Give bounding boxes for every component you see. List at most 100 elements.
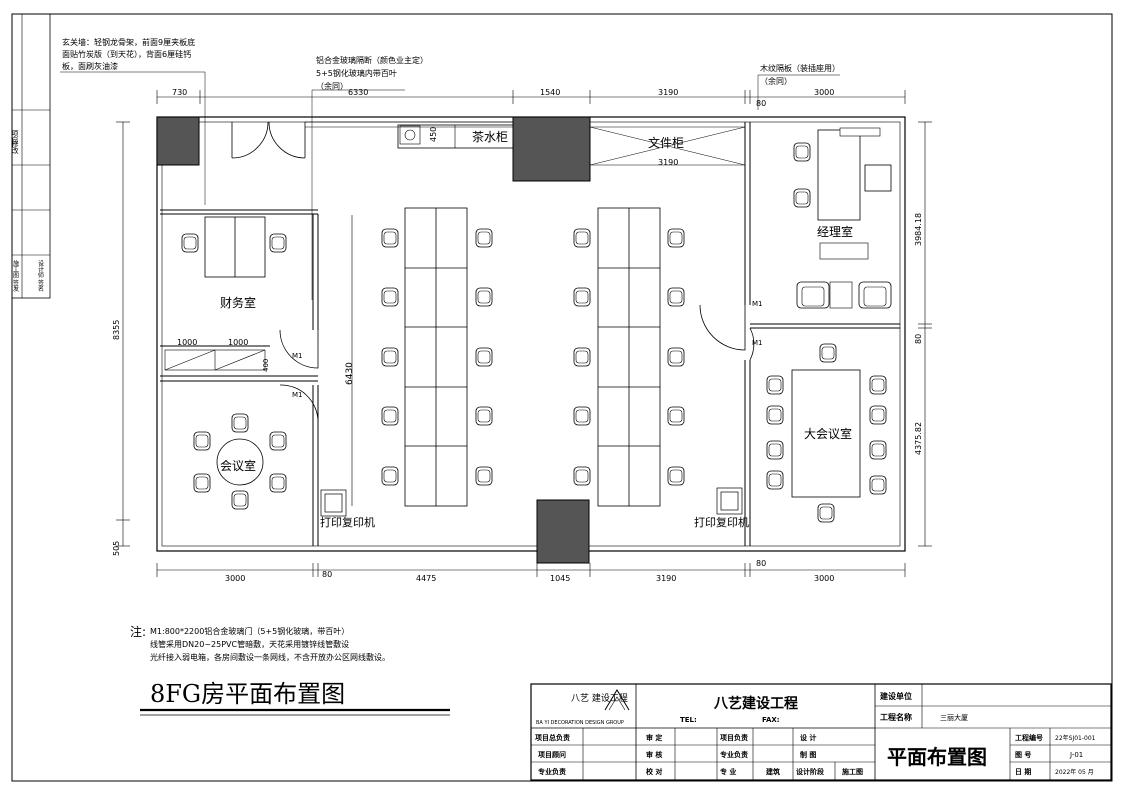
dim-bottom-80b: 80 (756, 559, 766, 568)
svg-text:注:: 注: (130, 624, 146, 639)
project-no-label: 工程编号 (1015, 733, 1043, 742)
svg-text:铝合金玻璃隔断（颜色业主定）: 铝合金玻璃隔断（颜色业主定） (316, 55, 428, 65)
drawing-no-label: 图 号 (1015, 750, 1031, 759)
sheet-border (11, 13, 1113, 782)
dim-bottom-3190: 3190 (656, 574, 676, 583)
tea-cabinet-label: 茶水柜 (472, 129, 508, 144)
open-office-desks-right (597, 207, 661, 507)
dim-left-505: 505 (112, 541, 121, 556)
door-label-m1-c: M1 (752, 300, 763, 308)
annotation-wood-partition: 木纹隔板（装插座用） （余同） (760, 63, 840, 86)
dim-top-3000: 3000 (814, 88, 834, 97)
side-label-revision: 修改 (11, 139, 19, 155)
svg-text:玄关墙：轻钢龙骨架，前面9厘夹板底: 玄关墙：轻钢龙骨架，前面9厘夹板底 (62, 37, 195, 47)
annotation-leaders (60, 71, 840, 300)
dim-top-3190: 3190 (658, 88, 678, 97)
side-label-designer: 设计师 签名 (37, 259, 44, 293)
big-meeting-room-furniture (766, 343, 887, 523)
dim-3190-inner: 3190 (658, 158, 678, 167)
printer-left-label: 打印复印机 (320, 515, 375, 529)
svg-text:木纹隔板（装插座用）: 木纹隔板（装插座用） (760, 63, 840, 73)
drawing-no-value: J-01 (1069, 751, 1083, 759)
manager-room-label: 经理室 (817, 224, 853, 239)
svg-text:制 图: 制 图 (800, 750, 816, 759)
printer-right-label: 打印复印机 (694, 515, 749, 529)
svg-text:专业负责: 专业负责 (720, 750, 748, 759)
svg-text:5+5钢化玻璃内带百叶: 5+5钢化玻璃内带百叶 (316, 68, 397, 78)
dim-bottom-3000b: 3000 (814, 574, 834, 583)
title-block (530, 683, 1112, 781)
svg-text:BA YI DECORATION DESIGN GROUP: BA YI DECORATION DESIGN GROUP (536, 720, 624, 726)
dim-right-80: 80 (914, 334, 923, 344)
door-label-m1-a: M1 (292, 352, 303, 360)
big-meeting-room-label: 大会议室 (804, 426, 852, 441)
title-block-rows: 项目总负责 审 定 项目负责 设 计 项目顾问 审 核 专业负责 制 图 专业负… (535, 733, 863, 776)
dim-400: 400 (262, 359, 270, 372)
svg-text:（余同）: （余同） (760, 76, 792, 86)
date-value: 2022年 05 月 (1055, 768, 1094, 776)
side-label-project: 项目 (11, 130, 19, 145)
dimension-lines-top (156, 90, 906, 104)
dim-6430: 6430 (345, 362, 355, 385)
meeting-room-table (193, 413, 287, 510)
entrance-door (231, 121, 306, 159)
date-label: 日 期 (1015, 767, 1031, 776)
svg-text:专 业: 专 业 (720, 767, 736, 776)
finance-room-desks (181, 216, 287, 278)
tea-cabinet: 茶水柜 (397, 124, 514, 149)
dim-top-6330: 6330 (348, 88, 368, 97)
svg-text:板，面刷灰油漆: 板，面刷灰油漆 (62, 61, 118, 71)
dimension-lines-left (116, 121, 130, 547)
dimension-lines-right (918, 121, 932, 547)
general-notes: 注: M1:800*2200铝合金玻璃门（5+5钢化玻璃，带百叶） 线管采用DN… (130, 624, 390, 662)
svg-text:光纤接入弱电箱，各房间敷设一条网线，不含开放办公区网线敷设。: 光纤接入弱电箱，各房间敷设一条网线，不含开放办公区网线敷设。 (150, 652, 390, 662)
structural-columns (156, 116, 591, 564)
svg-text:项目顾问: 项目顾问 (538, 750, 566, 759)
door-label-m1-b: M1 (292, 391, 303, 399)
open-office-desks-left (404, 207, 468, 507)
svg-text:专业负责: 专业负责 (538, 767, 566, 776)
dim-left-8355: 8355 (112, 320, 121, 340)
dim-1000-b: 1000 (228, 338, 248, 347)
printer-right (716, 487, 743, 515)
file-cabinet-label: 文件柜 (648, 135, 684, 150)
dimension-lines-bottom (156, 563, 906, 577)
svg-text:项目总负责: 项目总负责 (535, 733, 570, 742)
svg-text:审 核: 审 核 (646, 750, 662, 759)
side-label-issue: 施工图 签发 (12, 259, 19, 293)
dim-right-4375: 4375.82 (914, 422, 923, 455)
meeting-room-label: 会议室 (220, 458, 256, 473)
room-doors (279, 304, 755, 423)
svg-text:审 定: 审 定 (646, 733, 662, 742)
svg-text:八艺 建设工程: 八艺 建设工程 (571, 692, 628, 704)
dim-bottom-80a: 80 (322, 570, 332, 579)
svg-text:项目负责: 项目负责 (720, 733, 748, 742)
dim-top-80: 80 (756, 99, 766, 108)
building-walls (156, 116, 906, 552)
drawing-name-big: 平面布置图 (887, 745, 987, 769)
dim-450: 450 (429, 127, 438, 142)
dim-1000-a: 1000 (177, 338, 197, 347)
svg-text:施工图: 施工图 (842, 767, 863, 776)
project-name-label: 工程名称 (880, 712, 912, 722)
drawing-title: 8FG房平面布置图 (150, 680, 345, 708)
company-logo: 八艺 建设工程 BA YI DECORATION DESIGN GROUP (536, 689, 630, 726)
dim-top-1540: 1540 (540, 88, 560, 97)
door-label-m1-d: M1 (752, 339, 763, 347)
dim-top-730: 730 (172, 88, 187, 97)
svg-text:建筑: 建筑 (766, 767, 780, 776)
company-fax: FAX: (762, 716, 780, 724)
project-no-value: 22年SJ01-001 (1055, 734, 1096, 742)
company-tel: TEL: (680, 716, 697, 724)
dim-bottom-1045: 1045 (550, 574, 570, 583)
printer-left (320, 489, 347, 517)
svg-text:面贴竹炭版（到天花），背面6厘硅钙: 面贴竹炭版（到天花），背面6厘硅钙 (62, 49, 191, 59)
svg-text:设 计: 设 计 (800, 733, 816, 742)
annotation-glass-partition: 铝合金玻璃隔断（颜色业主定） 5+5钢化玻璃内带百叶 （余同） (316, 55, 428, 91)
annotation-entrance-wall: 玄关墙：轻钢龙骨架，前面9厘夹板底 面贴竹炭版（到天花），背面6厘硅钙 板，面刷… (62, 37, 195, 71)
dim-bottom-3000a: 3000 (225, 574, 245, 583)
manager-room-furniture (793, 127, 892, 309)
svg-text:（余同）: （余同） (316, 81, 348, 91)
finance-room-label: 财务室 (220, 295, 256, 310)
